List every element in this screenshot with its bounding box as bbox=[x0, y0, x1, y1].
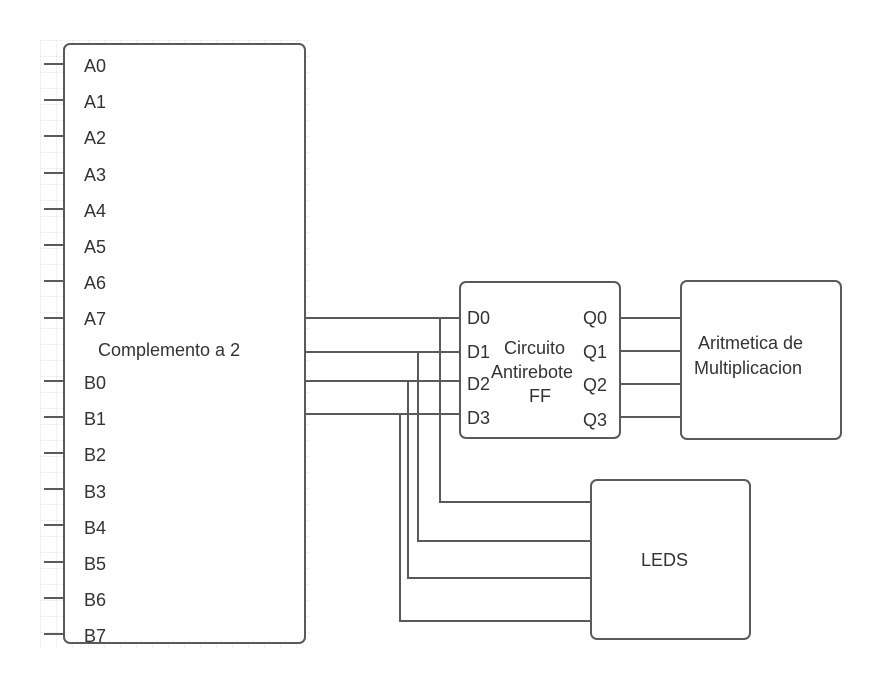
pin-label-b7: B7 bbox=[84, 626, 107, 646]
input-label-d2: D2 bbox=[467, 374, 491, 394]
output-label-q0: Q0 bbox=[583, 308, 608, 328]
input-label-d0: D0 bbox=[467, 308, 491, 328]
pin-label-a6: A6 bbox=[84, 273, 107, 293]
pin-label-a2: A2 bbox=[84, 128, 107, 148]
aritmetica-title-line-2: Multiplicacion bbox=[694, 358, 803, 378]
antirebote-title-line-3: FF bbox=[529, 386, 551, 406]
pin-label-b5: B5 bbox=[84, 554, 107, 574]
pin-label-b4: B4 bbox=[84, 518, 107, 538]
output-label-q3: Q3 bbox=[583, 410, 608, 430]
antirebote-title-line-1: Circuito bbox=[504, 338, 566, 358]
output-label-q1: Q1 bbox=[583, 342, 608, 362]
branch-d2-to-leds bbox=[407, 381, 592, 579]
complemento-a-2-block: A0 A1 A2 A3 A4 A5 A6 A7 Complemento a 2 … bbox=[63, 43, 306, 646]
branch-d1-to-leds bbox=[417, 352, 592, 542]
pin-label-b6: B6 bbox=[84, 590, 107, 610]
input-label-d3: D3 bbox=[467, 408, 491, 428]
pin-label-a4: A4 bbox=[84, 201, 107, 221]
aritmetica-multiplicacion-block: Aritmetica de Multiplicacion bbox=[680, 280, 842, 440]
pin-label-a0: A0 bbox=[84, 56, 107, 76]
input-label-d1: D1 bbox=[467, 342, 491, 362]
antirebote-ff-block: D0 D1 D2 D3 Q0 Q1 Q2 Q3 Circuito Antireb… bbox=[459, 281, 621, 439]
branch-d3-to-leds bbox=[399, 414, 592, 622]
pin-label-b2: B2 bbox=[84, 445, 107, 465]
pin-label-b1: B1 bbox=[84, 409, 107, 429]
output-label-q2: Q2 bbox=[583, 375, 608, 395]
antirebote-title-line-2: Antirebote bbox=[491, 362, 574, 382]
pin-label-a3: A3 bbox=[84, 165, 107, 185]
leds-block: LEDS bbox=[590, 479, 751, 640]
branch-d0-to-leds bbox=[439, 318, 592, 503]
pin-label-b3: B3 bbox=[84, 482, 107, 502]
leds-title: LEDS bbox=[641, 550, 689, 570]
aritmetica-title-line-1: Aritmetica de bbox=[698, 333, 804, 353]
pin-label-a7: A7 bbox=[84, 309, 107, 329]
pin-label-b0: B0 bbox=[84, 373, 107, 393]
complemento-title: Complemento a 2 bbox=[98, 340, 241, 360]
pin-label-a5: A5 bbox=[84, 237, 107, 257]
pin-label-a1: A1 bbox=[84, 92, 107, 112]
